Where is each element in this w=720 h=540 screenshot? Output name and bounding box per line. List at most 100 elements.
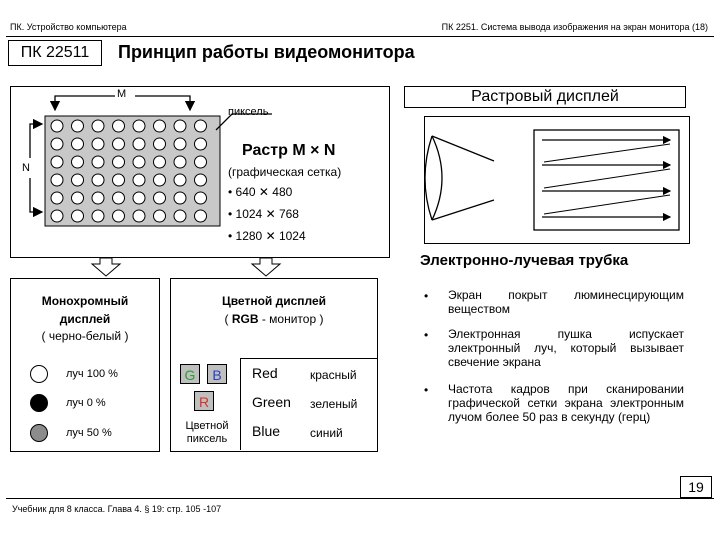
textbook-reference: Учебник для 8 класса. Глава 4. § 19: стр… — [12, 504, 222, 514]
raster-pixel — [173, 173, 187, 187]
raster-pixel — [194, 209, 207, 223]
raster-pixel — [71, 119, 84, 133]
raster-pixel — [91, 119, 105, 133]
ray-50: луч 50 % — [66, 427, 112, 439]
raster-pixel — [173, 119, 187, 133]
raster-pixel — [71, 155, 84, 169]
pixel-caption-line2: пиксель — [186, 433, 228, 445]
rgb-blue-en: Blue — [252, 423, 281, 439]
raster-pixel — [112, 191, 125, 205]
pixel-label: пиксель — [228, 106, 269, 118]
raster-pixel — [50, 137, 64, 151]
raster-pixel — [50, 209, 64, 223]
raster-pixel — [112, 155, 125, 169]
bullet-dot-2: • — [424, 328, 429, 342]
resolution-1280: • 1280 ✕ 1024 — [228, 229, 306, 243]
raster-pixel — [194, 191, 207, 205]
ray-100: луч 100 % — [66, 368, 118, 380]
white-circle-icon — [30, 365, 48, 383]
raster-pixel — [132, 173, 146, 187]
raster-pixel — [112, 119, 125, 133]
color-subtitle-prefix: ( — [224, 312, 232, 326]
raster-pixel — [91, 209, 105, 223]
mono-panel — [10, 278, 160, 452]
raster-pixel — [132, 191, 146, 205]
color-divider-h — [240, 358, 378, 359]
ray-0: луч 0 % — [66, 397, 106, 409]
color-subtitle-suffix: - монитор ) — [258, 312, 324, 326]
raster-pixel — [194, 119, 207, 133]
raster-pixel — [91, 191, 105, 205]
pixel-g: G — [180, 364, 200, 384]
lesson-code-box: ПК 22511 — [8, 40, 102, 66]
pixel-b: B — [207, 364, 227, 384]
raster-pixel — [153, 155, 166, 169]
color-divider-v — [240, 358, 241, 450]
raster-pixel — [173, 137, 187, 151]
color-subtitle-rgb: RGB — [231, 312, 259, 326]
label-n: N — [22, 162, 30, 174]
raster-pixel — [71, 191, 84, 205]
header-rule — [6, 36, 714, 37]
pixel-caption-line1: Цветной — [185, 420, 229, 432]
mono-title-line2: дисплей — [59, 312, 111, 326]
raster-subtitle: (графическая сетка) — [228, 165, 342, 179]
lesson-code: ПК 22511 — [20, 44, 90, 61]
down-arrows — [90, 257, 282, 277]
rgb-blue-ru: синий — [310, 426, 343, 440]
raster-pixel — [71, 209, 84, 223]
rgb-green-ru: зеленый — [310, 397, 358, 411]
crt-title: Электронно-лучевая трубка — [420, 252, 629, 269]
raster-pixel — [91, 155, 105, 169]
rgb-green-en: Green — [252, 394, 291, 410]
bullet-frequency: Частота кадров при сканировании графичес… — [448, 382, 684, 424]
raster-pixel — [153, 119, 166, 133]
color-panel — [170, 278, 378, 452]
raster-diagram — [29, 95, 272, 227]
raster-pixel — [112, 137, 125, 151]
raster-pixel — [173, 209, 187, 223]
raster-pixel — [153, 191, 166, 205]
raster-pixel — [194, 155, 207, 169]
raster-pixel — [91, 137, 105, 151]
raster-title: Растр M × N — [242, 142, 336, 159]
page-number: 19 — [688, 479, 704, 495]
raster-pixel — [71, 137, 84, 151]
raster-panel — [10, 86, 390, 258]
mono-title-line1: Монохромный — [41, 294, 129, 308]
raster-pixel — [50, 155, 64, 169]
crt-diagram — [424, 129, 680, 231]
pixel-r: R — [194, 391, 214, 411]
rgb-red-en: Red — [252, 365, 278, 381]
raster-pixel — [132, 209, 146, 223]
color-title: Цветной дисплей — [221, 294, 327, 308]
raster-pixel — [112, 209, 125, 223]
raster-pixel — [194, 173, 207, 187]
mono-subtitle: ( черно-белый ) — [41, 329, 129, 343]
black-circle-icon — [30, 394, 48, 412]
raster-display-title: Растровый дисплей — [471, 88, 619, 105]
bullet-screen: Экран покрыт люминесцирующим веществом — [448, 288, 684, 316]
footer-rule — [6, 498, 714, 499]
raster-pixel — [194, 137, 207, 151]
resolution-640: • 640 ✕ 480 — [228, 185, 293, 199]
raster-pixel — [132, 155, 146, 169]
label-m: M — [117, 88, 127, 100]
bullet-dot-3: • — [424, 383, 429, 397]
course-label: ПК. Устройство компьютера — [10, 22, 127, 32]
raster-display-box: Растровый дисплей — [404, 86, 686, 108]
page-title: Принцип работы видеомонитора — [118, 42, 415, 62]
raster-pixel — [71, 173, 84, 187]
raster-pixel — [132, 137, 146, 151]
gray-circle-icon — [30, 424, 48, 442]
raster-pixel — [50, 119, 64, 133]
resolution-1024: • 1024 ✕ 768 — [228, 207, 299, 221]
raster-pixel — [173, 191, 187, 205]
raster-pixel — [153, 209, 166, 223]
raster-pixel — [173, 155, 187, 169]
raster-pixel — [132, 119, 146, 133]
raster-pixel — [50, 191, 64, 205]
bullet-gun: Электронная пушка испускает электронный … — [448, 327, 684, 369]
rgb-red-ru: красный — [310, 368, 357, 382]
color-subtitle: ( RGB - монитор ) — [170, 312, 378, 326]
